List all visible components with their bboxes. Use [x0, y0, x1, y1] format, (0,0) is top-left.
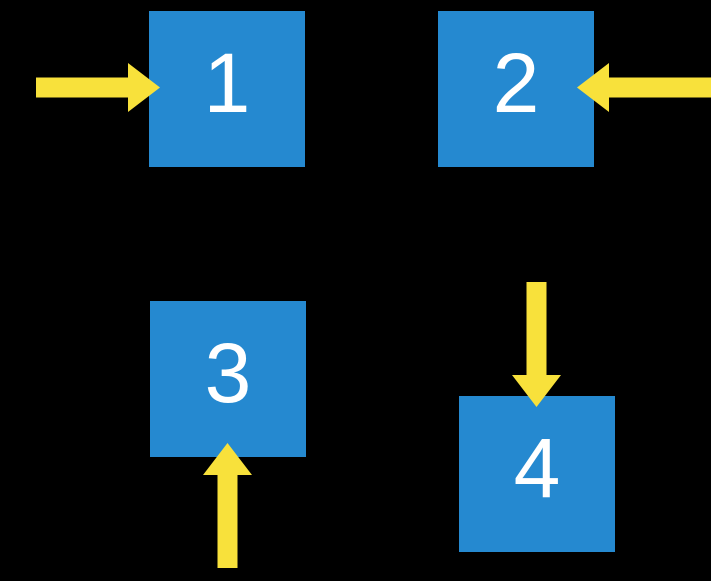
square-2: 2 [438, 11, 594, 167]
square-2-label: 2 [492, 36, 540, 130]
arrow-right-icon [36, 63, 160, 112]
arrow-up-icon [203, 443, 252, 568]
square-3: 3 [150, 301, 306, 457]
square-1: 1 [149, 11, 305, 167]
arrow-left-icon [577, 63, 711, 112]
square-1-label: 1 [203, 36, 251, 130]
square-3-label: 3 [204, 326, 252, 420]
square-4-label: 4 [513, 421, 561, 515]
arrow-down-icon [512, 282, 561, 407]
square-4: 4 [459, 396, 615, 552]
